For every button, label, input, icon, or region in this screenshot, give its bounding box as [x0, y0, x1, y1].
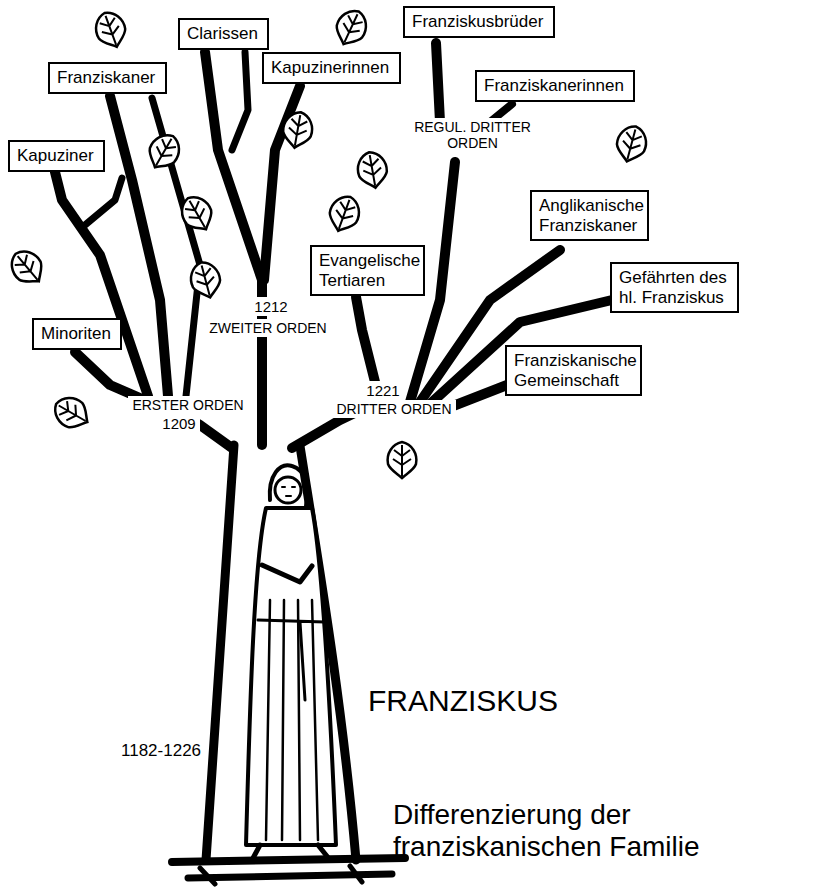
twig [85, 178, 122, 225]
year-label: 1212 [254, 298, 287, 315]
life-dates: 1182-1226 [121, 741, 201, 760]
order-box: Franziskanerinnen [475, 70, 635, 102]
hood [270, 465, 308, 506]
leaf [388, 442, 417, 478]
order-name: Franziskanische Gemeinschaft [514, 351, 637, 390]
order-label-box: ZWEITER ORDEN [205, 319, 331, 337]
robe-folds [266, 600, 318, 840]
branch [205, 52, 262, 280]
order-box: Franziskaner [48, 62, 167, 94]
roots [200, 866, 362, 884]
order-name: Anglikanische Franziskaner [539, 196, 644, 235]
year-label-box: 1221 [362, 381, 404, 400]
year-label: 1209 [162, 415, 195, 432]
twig [232, 52, 248, 150]
life-dates-box: 1182-1226 [118, 740, 207, 762]
branch [436, 43, 440, 122]
branch [448, 385, 507, 408]
leaf [325, 192, 364, 236]
order-label-box: DRITTER ORDEN [332, 400, 456, 418]
order-name: Evangelische Tertiaren [319, 251, 420, 290]
leaf [187, 259, 224, 301]
trunk-figure [172, 445, 405, 884]
leaf [280, 110, 315, 150]
ground [172, 858, 405, 862]
year-label-box: 1212 [250, 297, 292, 316]
order-label-box: REGUL. DRITTER ORDEN [410, 118, 535, 152]
order-label: DRITTER ORDEN [336, 401, 451, 417]
leaves [5, 5, 650, 478]
arms [262, 565, 312, 582]
cord [258, 620, 325, 700]
order-name: Clarissen [187, 24, 258, 43]
leaf [49, 392, 95, 435]
order-box: Minoriten [32, 318, 122, 350]
order-name: Franziskanerinnen [484, 76, 624, 95]
leaf [355, 150, 390, 190]
caption: Differenzierung der franziskanischen Fam… [393, 799, 700, 862]
order-name: Franziskaner [57, 68, 155, 87]
year-label-box: 1209 [158, 414, 200, 433]
figure-name-box: FRANZISKUS [365, 683, 564, 720]
leaf [176, 191, 219, 237]
trunk-outline [206, 445, 234, 860]
year-label: 1221 [366, 382, 399, 399]
order-box: Kapuzinerinnen [262, 52, 401, 84]
order-name: Minoriten [41, 324, 111, 343]
leaf [143, 129, 186, 175]
order-box: Gefährten des hl. Franziskus [610, 262, 739, 313]
head [275, 477, 301, 503]
caption-box: Differenzierung der franziskanischen Fam… [390, 798, 707, 864]
leaf [331, 5, 372, 50]
order-label: REGUL. DRITTER ORDEN [414, 119, 531, 151]
order-label: ERSTER ORDEN [132, 397, 243, 413]
order-box: Kapuziner [8, 140, 105, 172]
face [282, 487, 295, 496]
order-name: Kapuziner [17, 146, 94, 165]
leaf [5, 244, 50, 290]
robe [246, 508, 336, 845]
order-box: Clarissen [178, 18, 269, 50]
order-name: Kapuzinerinnen [271, 58, 389, 77]
order-box: Evangelische Tertiaren [310, 245, 425, 296]
order-name: Gefährten des hl. Franziskus [619, 268, 727, 307]
order-label: ZWEITER ORDEN [209, 320, 326, 336]
leaf [613, 123, 650, 165]
order-label-box: ERSTER ORDEN [128, 396, 248, 414]
order-box: Franziskusbrüder [403, 6, 555, 38]
figure-name: FRANZISKUS [368, 684, 558, 717]
leaf [91, 8, 130, 52]
order-box: Anglikanische Franziskaner [530, 190, 649, 241]
order-box: Franziskanische Gemeinschaft [505, 345, 642, 396]
order-name: Franziskusbrüder [412, 12, 543, 31]
